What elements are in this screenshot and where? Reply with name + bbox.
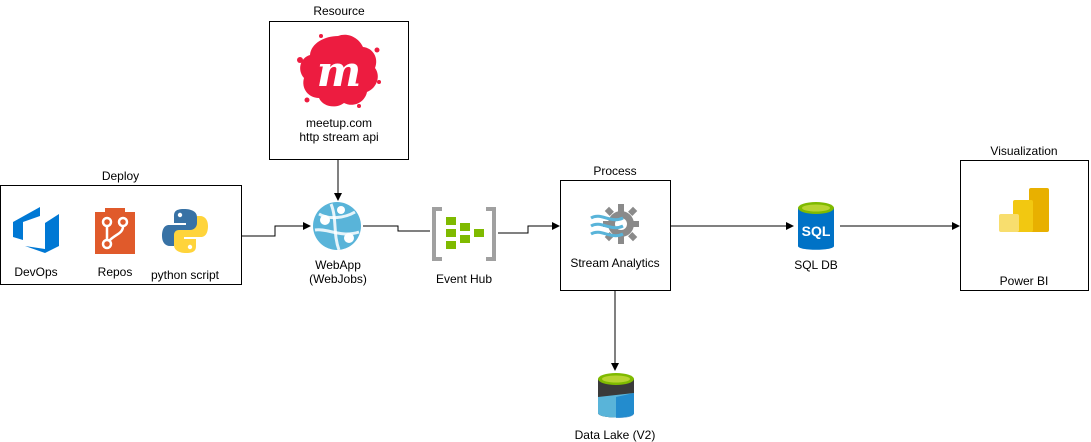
meetup-label-line2: http stream api [299,130,379,144]
power-bi-icon [999,188,1049,232]
edge-deploy-to-webapp [241,222,311,237]
edge-webapp-to-eventhub [363,225,430,232]
group-title-resource: Resource [313,4,365,18]
azure-devops-icon [13,207,59,253]
sql-database-icon: SQL [798,202,834,250]
data-lake-icon [598,373,634,418]
edge-eventhub-to-stream [498,222,560,234]
python-icon [162,209,208,253]
stream-analytics-label: Stream Analytics [570,256,660,270]
webapp-label-line1: WebApp [315,258,361,272]
devops-label: DevOps [14,265,58,279]
event-hub-icon [432,207,496,261]
repos-label: Repos [97,265,133,279]
python-label: python script [150,268,220,282]
meetup-label-line1: meetup.com [305,116,373,130]
sql-db-label: SQL DB [794,258,838,272]
group-title-visualization: Visualization [990,144,1058,158]
group-title-deploy: Deploy [101,169,140,183]
data-lake-label: Data Lake (V2) [574,428,656,442]
meetup-logo-letter: m [317,47,361,96]
stream-analytics-icon [590,204,639,244]
repos-icon [95,208,135,254]
webapp-label-line2: (WebJobs) [309,272,367,286]
sql-icon-text: SQL [802,223,831,239]
power-bi-label: Power BI [999,274,1049,288]
meetup-logo-icon: m [297,34,381,108]
webapp-icon [313,202,361,251]
event-hub-label: Event Hub [435,272,493,286]
group-title-process: Process [593,164,637,178]
